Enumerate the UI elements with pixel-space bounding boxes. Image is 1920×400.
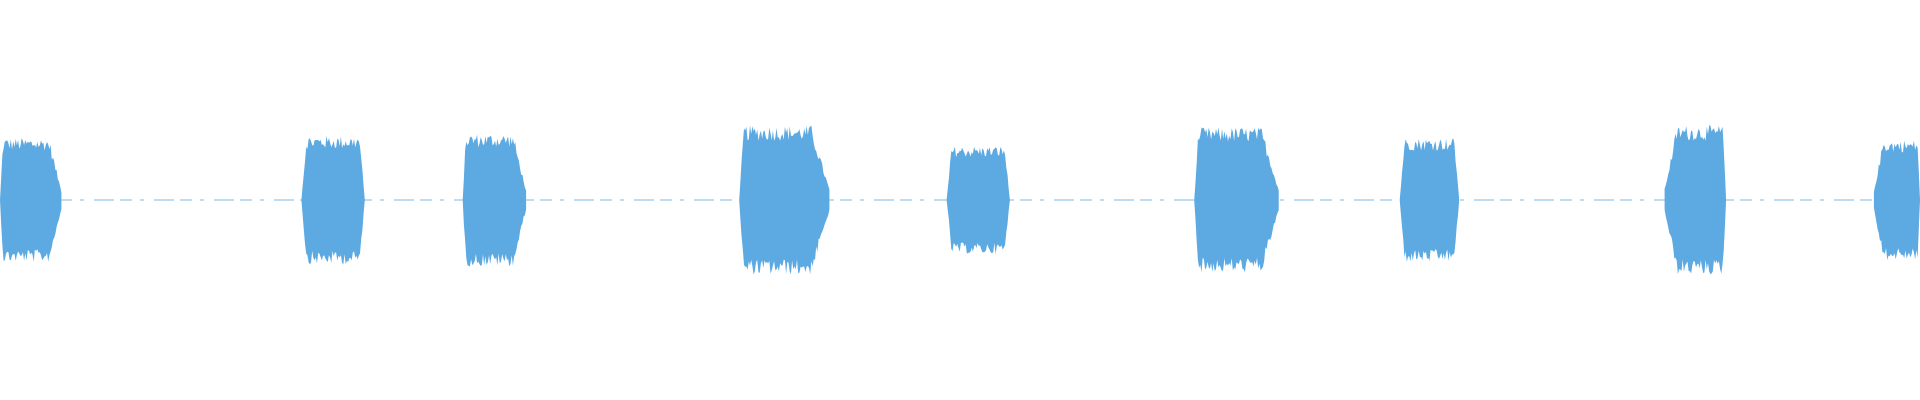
waveform-segment — [1399, 138, 1460, 262]
waveform-segment — [462, 134, 527, 267]
waveform-segment — [0, 138, 62, 262]
waveform-segment — [301, 135, 365, 265]
waveform-segment — [1664, 125, 1727, 275]
waveform-segments — [0, 125, 1920, 275]
waveform-segment — [739, 125, 830, 275]
waveform-segment — [946, 146, 1010, 255]
waveform-segment — [1873, 140, 1920, 260]
waveform-segment — [1194, 127, 1279, 273]
